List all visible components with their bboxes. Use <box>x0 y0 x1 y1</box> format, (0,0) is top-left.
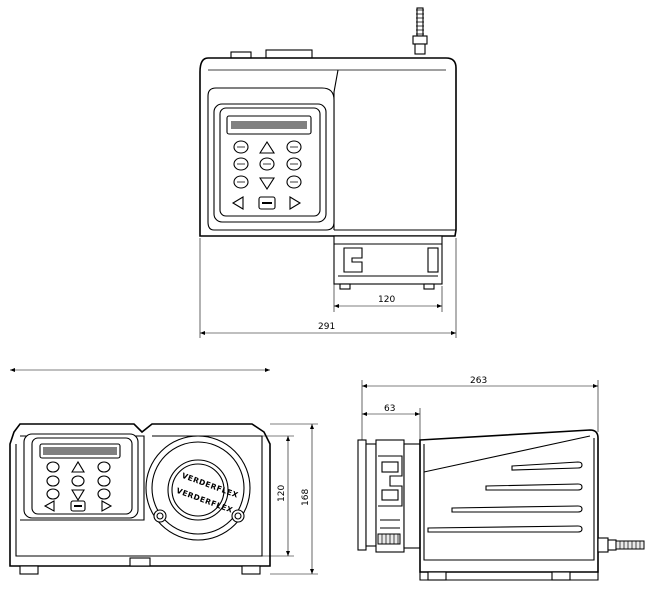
front-key-2 <box>97 461 111 473</box>
top-pump-head-body <box>333 235 443 285</box>
top-slope-edge <box>333 69 339 230</box>
side-pump-head <box>357 439 421 553</box>
front-view: VERDERFLEX VERDERFLEX 120 168 <box>9 423 318 575</box>
side-view: 263 63 <box>357 376 645 581</box>
front-arrow-right-icon <box>101 500 113 512</box>
front-foot-right <box>241 565 261 575</box>
front-key-3 <box>46 475 60 487</box>
top-connector-right <box>265 49 313 59</box>
top-display-pixels <box>231 121 307 129</box>
front-pump-head-cover <box>167 459 229 521</box>
front-key-grid <box>43 460 113 512</box>
top-arrow-up-icon <box>258 140 276 154</box>
front-foot-left <box>19 565 39 575</box>
front-key-1 <box>46 461 60 473</box>
front-key-4 <box>71 475 85 487</box>
top-arrow-down-icon <box>258 177 276 191</box>
side-foot-right <box>551 571 571 581</box>
front-dimension-lines <box>262 423 318 575</box>
side-cable-spring <box>597 537 645 553</box>
top-dim-120: 120 <box>378 295 395 305</box>
front-key-5 <box>97 475 111 487</box>
front-dim-120: 120 <box>277 485 287 502</box>
top-cable-spring <box>412 7 428 55</box>
side-dimension-lines <box>361 380 599 440</box>
front-arrow-left-icon <box>43 500 55 512</box>
front-housing-outline <box>9 423 271 567</box>
front-key-7 <box>97 488 111 500</box>
top-housing-outline <box>199 57 457 237</box>
front-pump-head-ring <box>145 435 251 541</box>
front-display-pixels <box>43 447 117 455</box>
side-housing-outline <box>419 429 599 573</box>
top-connector-left <box>230 51 252 59</box>
front-screw-right <box>231 509 245 523</box>
side-dim-63: 63 <box>384 404 395 414</box>
top-arrow-right-icon <box>289 196 302 210</box>
top-key-grid <box>231 140 302 210</box>
front-screw-left <box>153 509 167 523</box>
top-dimension-lines <box>199 238 457 338</box>
top-pump-head <box>333 235 443 290</box>
front-arrow-down-icon <box>71 489 85 502</box>
top-view: 120 291 <box>199 7 457 338</box>
side-tube-fitting <box>377 533 401 545</box>
front-key-6 <box>46 488 60 500</box>
side-vent-slots <box>427 461 583 533</box>
side-foot-left <box>427 571 447 581</box>
top-dim-291: 291 <box>318 322 335 332</box>
top-arrow-left-icon <box>231 196 244 210</box>
front-dim-168: 168 <box>301 489 311 506</box>
top-display <box>226 115 312 135</box>
front-arrow-up-icon <box>71 460 85 473</box>
side-dim-263: 263 <box>470 376 487 386</box>
